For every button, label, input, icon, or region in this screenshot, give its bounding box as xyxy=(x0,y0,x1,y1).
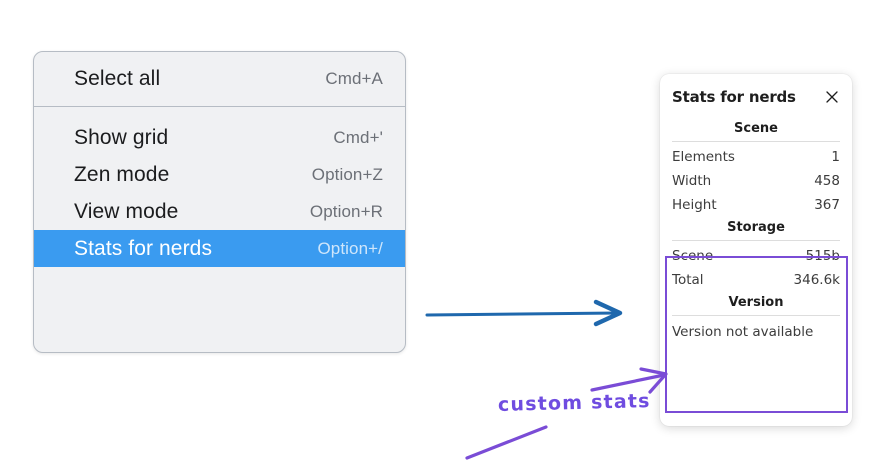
menu-item-shortcut: Cmd+A xyxy=(325,69,383,88)
menu-item-shortcut: Option+Z xyxy=(311,164,383,184)
stat-value: 458 xyxy=(814,173,840,189)
version-status-text: Version not available xyxy=(672,324,814,340)
custom-stats-annotation-label: custom stats xyxy=(497,390,651,416)
stat-key: Total xyxy=(672,272,704,288)
menu-item-shortcut: Option+/ xyxy=(317,238,383,258)
menu-item-show-grid[interactable]: Show grid Cmd+' xyxy=(34,119,405,156)
menu-item-label: Select all xyxy=(74,67,161,90)
section-heading-scene: Scene xyxy=(734,121,778,136)
stat-row: Width 458 xyxy=(672,169,840,193)
context-menu[interactable]: Select all Cmd+A Show grid Cmd+' Zen mod… xyxy=(33,51,406,353)
close-icon[interactable] xyxy=(824,89,840,105)
menu-item-label: Show grid xyxy=(74,125,169,149)
purple-underline-stroke xyxy=(465,425,548,460)
stats-for-nerds-panel: Stats for nerds Scene Elements 1 Width 4… xyxy=(660,74,852,426)
stat-value: 1 xyxy=(831,149,840,165)
blue-arrow-menu-to-panel xyxy=(425,299,623,327)
stats-panel-header: Stats for nerds xyxy=(672,88,840,106)
stat-key: Height xyxy=(672,197,717,213)
stat-value: 346.6k xyxy=(793,272,840,288)
menu-item-stats-for-nerds[interactable]: Stats for nerds Option+/ xyxy=(34,230,405,267)
menu-footer-spacer xyxy=(34,267,405,293)
stat-row: Height 367 xyxy=(672,193,840,217)
stat-value: 367 xyxy=(814,197,840,213)
stat-value: 515b xyxy=(805,248,840,264)
menu-item-view-mode[interactable]: View mode Option+R xyxy=(34,193,405,230)
section-rule xyxy=(672,240,840,241)
stat-row: Elements 1 xyxy=(672,145,840,169)
menu-item-zen-mode[interactable]: Zen mode Option+Z xyxy=(34,156,405,193)
section-rule xyxy=(672,315,840,316)
stats-panel-title: Stats for nerds xyxy=(672,88,796,106)
menu-section-1: Select all Cmd+A xyxy=(34,52,405,106)
menu-item-label: Zen mode xyxy=(74,162,170,186)
section-heading-storage: Storage xyxy=(727,220,785,235)
stat-row: Scene 515b xyxy=(672,244,840,268)
stats-panel-body: Stats for nerds Scene Elements 1 Width 4… xyxy=(660,74,852,345)
menu-item-label: View mode xyxy=(74,199,179,223)
purple-arrow-to-highlight xyxy=(590,367,668,394)
menu-section-2: Show grid Cmd+' Zen mode Option+Z View m… xyxy=(34,107,405,293)
stat-key: Scene xyxy=(672,248,714,264)
section-heading-version: Version xyxy=(728,295,784,310)
stat-key: Elements xyxy=(672,149,735,165)
stat-key: Width xyxy=(672,173,712,189)
stat-row: Total 346.6k xyxy=(672,268,840,292)
menu-item-label: Stats for nerds xyxy=(74,236,213,260)
menu-item-select-all[interactable]: Select all Cmd+A xyxy=(34,60,405,98)
menu-item-shortcut: Option+R xyxy=(309,201,383,221)
menu-item-shortcut: Cmd+' xyxy=(333,127,383,147)
menu-divider xyxy=(34,106,405,107)
section-rule xyxy=(672,141,840,142)
